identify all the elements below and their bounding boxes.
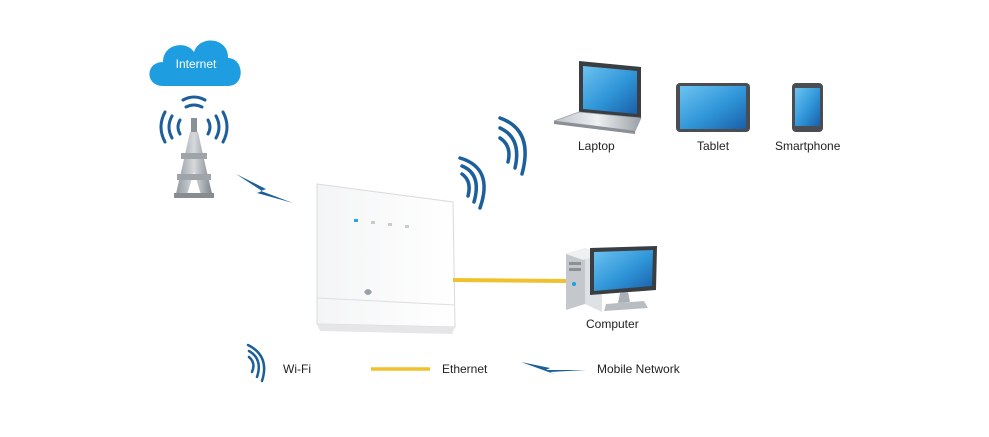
router-icon [316, 183, 456, 334]
tablet-icon [676, 83, 750, 132]
legend-ethernet-label: Ethernet [442, 362, 488, 376]
ethernet-cable [452, 278, 567, 283]
legend-wifi-icon [246, 343, 266, 383]
router-wifi-icon [458, 116, 527, 210]
internet-label: Internet [175, 57, 217, 71]
laptop-label: Laptop [578, 139, 615, 153]
computer-label: Computer [586, 317, 639, 331]
smartphone-icon [792, 83, 823, 132]
legend-wifi-label: Wi-Fi [283, 362, 311, 376]
laptop-icon [553, 61, 642, 134]
smartphone-label: Smartphone [775, 139, 841, 153]
legend-mobile-label: Mobile Network [597, 362, 680, 376]
internet-cloud-icon [149, 40, 241, 86]
tower-signal-icon [159, 95, 229, 144]
mobile-network-bolt [236, 174, 293, 203]
cell-tower-icon [174, 118, 214, 198]
tablet-label: Tablet [697, 139, 730, 153]
legend-mobile-bolt [521, 362, 586, 374]
computer-icon [566, 246, 657, 312]
